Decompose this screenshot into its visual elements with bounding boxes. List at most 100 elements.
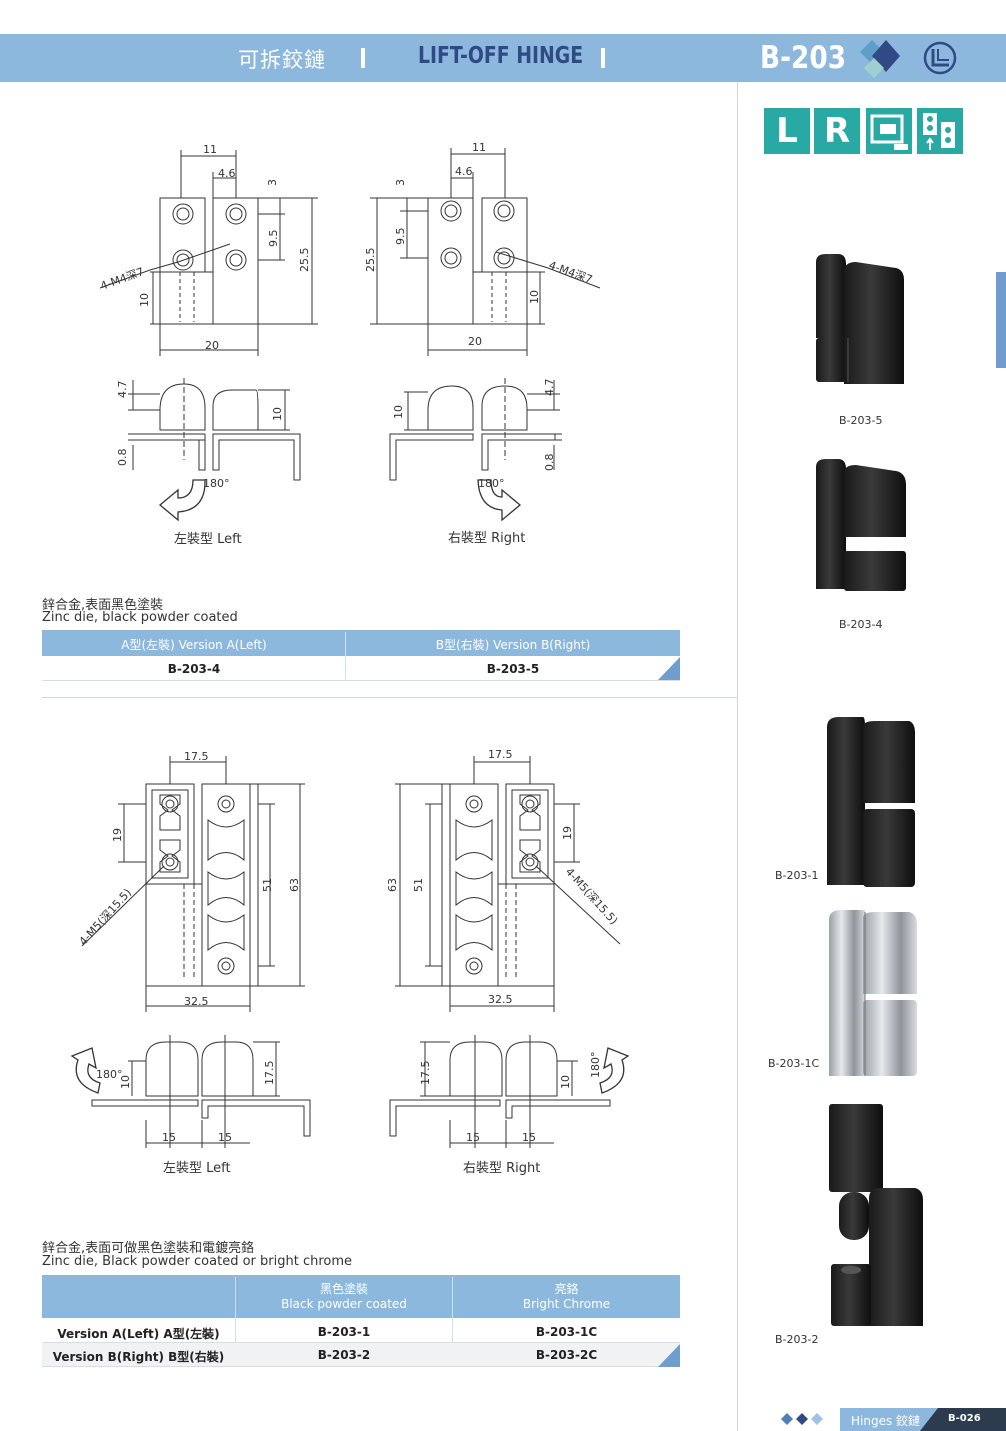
footer-page-box <box>920 1408 1006 1431</box>
dim-10: 10 <box>138 293 151 307</box>
dim-17-5: 17.5 <box>263 1061 276 1086</box>
table1-bottom-line <box>42 680 680 681</box>
table2-header-black-cn: 黑色塗裝 <box>319 1282 368 1296</box>
hole-spec: 4-M4深7 <box>547 259 594 287</box>
dim-10: 10 <box>271 407 284 421</box>
dim-19: 19 <box>561 826 574 840</box>
table2-bottom-line <box>42 1366 680 1367</box>
table2-row-line <box>42 1342 680 1343</box>
dim-32-5: 32.5 <box>184 995 209 1008</box>
dim-32-5: 32.5 <box>488 993 513 1006</box>
dim-15: 15 <box>218 1131 232 1144</box>
section-divider <box>42 697 737 698</box>
table2-cell-b203-2c: B-203-2C <box>535 1348 598 1362</box>
product-photo-b203-2 <box>829 1104 923 1326</box>
dim-11: 11 <box>203 143 217 156</box>
dim-3: 3 <box>394 179 407 186</box>
product-photo-b203-1 <box>827 717 915 887</box>
table2-cell-b203-1c: B-203-1C <box>535 1325 598 1339</box>
dim-10: 10 <box>392 405 405 419</box>
product-label-b203-1: B-203-1 <box>775 869 819 882</box>
dim-9-5: 9.5 <box>394 228 407 246</box>
dim-4-6: 4.6 <box>455 165 473 178</box>
table2-header-black-en: Black powder coated <box>281 1297 407 1311</box>
brand-logo-icon <box>923 41 957 75</box>
footer-diamonds-icon <box>781 1413 823 1425</box>
dim-4-6: 4.6 <box>218 167 236 180</box>
hole-spec: 4-M4深7 <box>99 265 146 293</box>
dim-17-5: 17.5 <box>419 1061 432 1086</box>
dim-19: 19 <box>111 828 124 842</box>
dim-20: 20 <box>468 335 482 348</box>
dim-15: 15 <box>522 1131 536 1144</box>
dim-10: 10 <box>528 290 541 304</box>
table2-header-chrome-en: Bright Chrome <box>522 1297 611 1311</box>
product-photo-b203-4 <box>816 459 906 591</box>
left-caption: 左裝型 Left <box>174 532 242 547</box>
dim-15: 15 <box>466 1131 480 1144</box>
material-chinese: 鋅合金,表面黑色塗裝 <box>42 598 164 613</box>
dim-4-7: 4.7 <box>543 379 556 397</box>
material-english: Zinc die, black powder coated <box>42 610 238 625</box>
table1-header-version-a: A型(左裝) Version A(Left) <box>121 638 267 652</box>
table2-cell-b203-1: B-203-1 <box>317 1325 371 1339</box>
dim-17-5: 17.5 <box>488 748 513 761</box>
product-label-b203-2: B-203-2 <box>775 1333 819 1346</box>
table-corner-accent <box>658 657 680 680</box>
table-corner-accent <box>658 1344 680 1367</box>
table2-row-label-b: Version B(Right) B型(右裝) <box>52 1350 225 1364</box>
title-english: LIFT-OFF HINGE <box>418 43 584 69</box>
table2-header-chrome-cn: 亮鉻 <box>554 1282 579 1296</box>
angle-180: 180° <box>203 477 230 490</box>
dim-0-8: 0.8 <box>116 449 129 467</box>
page-tab-marker <box>996 272 1006 368</box>
dim-25-5: 25.5 <box>298 248 311 273</box>
angle-180: 180° <box>589 1052 602 1079</box>
right-caption: 右裝型 Right <box>448 531 526 546</box>
dim-17-5: 17.5 <box>184 750 209 763</box>
table1-header <box>42 630 680 656</box>
table1-cell-b203-5: B-203-5 <box>486 662 540 676</box>
door-frame-icon <box>866 108 912 154</box>
page-number: B-026 <box>948 1413 981 1424</box>
lift-off-diagram-icon <box>917 108 963 154</box>
dim-4-7: 4.7 <box>116 381 129 399</box>
header-bar <box>0 34 1006 82</box>
material-chinese: 鋅合金,表面可做黑色塗裝和電鍍亮鉻 <box>42 1241 255 1256</box>
dim-3: 3 <box>266 179 279 186</box>
dim-10: 10 <box>559 1075 572 1089</box>
product-label-b203-1c: B-203-1C <box>768 1057 820 1070</box>
table2-header <box>42 1275 680 1318</box>
footer-section-label: Hinges 鉸鏈 <box>851 1414 921 1428</box>
table1-col-divider <box>345 632 346 680</box>
hole-spec: 4-M5(深15.5) <box>77 886 135 948</box>
title-separator <box>601 48 605 68</box>
dim-9-5: 9.5 <box>267 230 280 248</box>
dim-20: 20 <box>205 339 219 352</box>
right-caption: 右裝型 Right <box>463 1161 541 1176</box>
diamond-logo-icon <box>860 40 900 78</box>
title-separator <box>361 48 365 68</box>
product-photo-b203-5 <box>816 254 904 384</box>
table1-header-version-b: B型(右裝) Version B(Right) <box>435 638 591 652</box>
dim-51: 51 <box>261 878 274 892</box>
dim-11: 11 <box>472 141 486 154</box>
section1-technical-drawing: 11 4.6 3 9.5 25.5 10 20 4-M4深7 11 4.6 3 … <box>99 141 601 522</box>
section2-technical-drawing: 17.5 19 51 63 32.5 4-M5(深15.5) 17.5 19 5… <box>70 748 630 1148</box>
dim-63: 63 <box>288 878 301 892</box>
title-chinese: 可拆鉸鏈 <box>238 48 326 72</box>
product-label-b203-5: B-203-5 <box>839 414 883 427</box>
model-number: B-203 <box>760 40 847 76</box>
product-label-b203-4: B-203-4 <box>839 618 883 631</box>
angle-180: 180° <box>478 477 505 490</box>
dim-51: 51 <box>412 878 425 892</box>
dim-15: 15 <box>162 1131 176 1144</box>
dim-63: 63 <box>386 878 399 892</box>
angle-180: 180° <box>96 1068 123 1081</box>
right-mount-icon: R <box>814 108 860 154</box>
dim-0-8: 0.8 <box>543 454 556 472</box>
table2-row-label-a: Version A(Left) A型(左裝) <box>57 1327 220 1341</box>
left-caption: 左裝型 Left <box>163 1161 231 1176</box>
material-english: Zinc die, Black powder coated or bright … <box>42 1254 353 1269</box>
table1-cell-b203-4: B-203-4 <box>167 662 221 676</box>
